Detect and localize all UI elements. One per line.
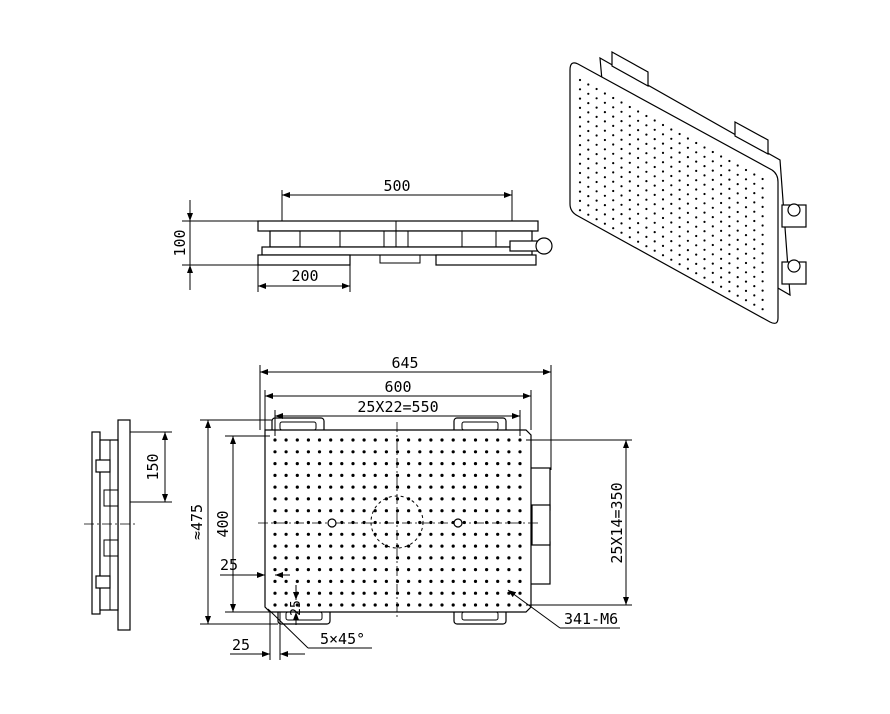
end-view: 150 — [84, 419, 172, 631]
dim-500: 500 — [383, 177, 410, 195]
dim-25-left: 25 — [220, 556, 238, 574]
top-view: 645 600 25X22=550 ≈475 400 25 25 25 — [188, 354, 632, 660]
dim-150: 150 — [144, 453, 162, 480]
dim-100: 100 — [171, 229, 189, 256]
dim-25-vertical: 25 — [289, 600, 304, 616]
dim-25-bottom: 25 — [232, 636, 250, 654]
dim-200: 200 — [291, 267, 318, 285]
dim-chamfer: 5×45° — [320, 630, 365, 648]
dim-400: 400 — [214, 510, 232, 537]
dim-645: 645 — [391, 354, 418, 372]
dim-hole-pitch-y: 25X14=350 — [608, 482, 626, 563]
hole-callout: 341-M6 — [564, 610, 618, 628]
dim-600: 600 — [384, 378, 411, 396]
dim-hole-pitch-x: 25X22=550 — [357, 398, 438, 416]
isometric-view — [569, 50, 807, 324]
side-view: 500 100 200 — [171, 177, 553, 292]
dim-475: ≈475 — [188, 504, 206, 540]
